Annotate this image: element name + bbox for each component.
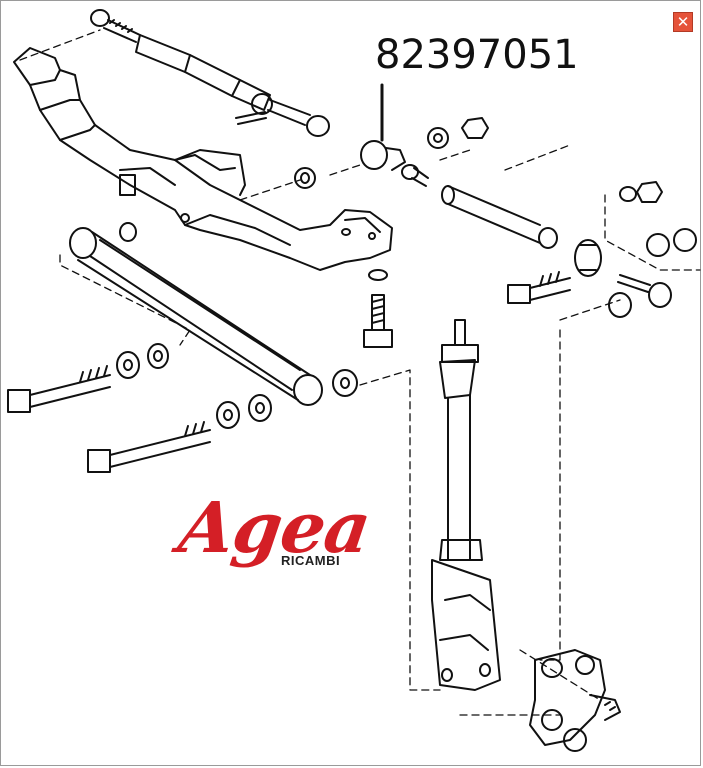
shock-absorber <box>431 319 501 691</box>
rear-subframe <box>13 47 393 271</box>
lower-control-arm <box>69 222 323 406</box>
agea-logo: Agea <box>174 486 375 569</box>
close-icon: ✕ <box>676 12 690 31</box>
right-bolt <box>507 271 571 304</box>
long-bolt-lower <box>87 421 211 473</box>
long-bolt-upper <box>7 365 111 413</box>
part-number-label: 82397051 <box>375 32 579 78</box>
close-button[interactable]: ✕ <box>673 12 693 32</box>
bush-82397051 <box>360 83 489 187</box>
hub-carrier <box>529 649 621 752</box>
right-bush-group <box>574 181 697 318</box>
pivot-sleeve <box>441 185 558 249</box>
ricambi-label: RICAMBI <box>281 553 341 568</box>
subframe-washer <box>294 167 316 189</box>
arm-washers <box>116 343 358 429</box>
upper-tie-rod <box>90 9 330 137</box>
assembly-guide-lines <box>19 29 701 716</box>
subframe-bolt <box>363 269 393 348</box>
